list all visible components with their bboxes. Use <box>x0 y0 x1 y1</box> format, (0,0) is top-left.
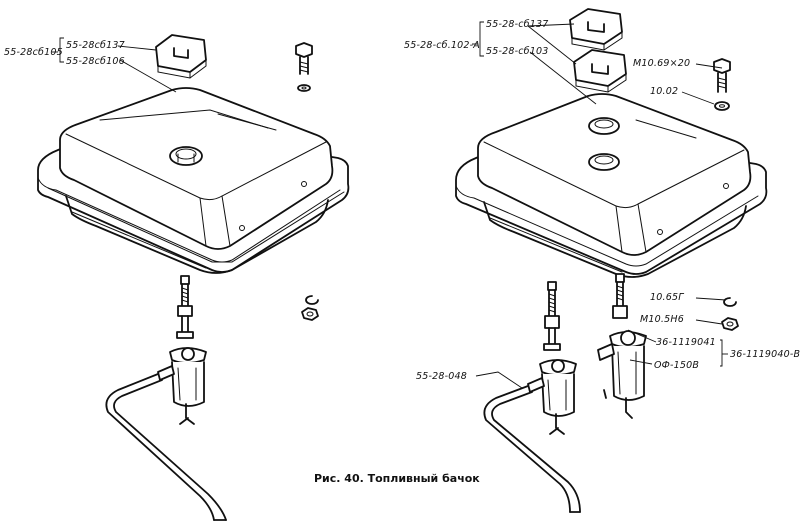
left-nut-lower <box>301 295 319 321</box>
right-part-labels: 55-28-сб.102-А 55-28-сб137 55-28-сб103 М… <box>404 19 800 382</box>
right-label-nut: М10.5Н6 <box>640 314 684 325</box>
right-tank <box>455 93 768 278</box>
left-filter <box>157 347 207 425</box>
right-filter-attached <box>597 330 647 419</box>
left-hose <box>105 373 227 521</box>
left-label-group: 55-28сб105 <box>4 47 63 58</box>
right-hose <box>483 385 581 513</box>
right-label-bolt: М10.69×20 <box>633 58 690 69</box>
left-fitting <box>176 275 194 339</box>
right-label-filter: ОФ-150В <box>654 360 699 371</box>
left-label-item-2: 55-28сб106 <box>66 56 125 67</box>
right-nut <box>721 297 739 331</box>
right-bolt <box>713 58 731 111</box>
right-assembly <box>455 8 768 513</box>
right-label-item-2: 55-28-сб103 <box>486 46 548 57</box>
right-label-washer: 10.02 <box>650 86 678 97</box>
left-label-item-1: 55-28сб137 <box>66 40 125 51</box>
right-label-hose: 55-28-048 <box>416 371 467 382</box>
left-tank <box>37 87 350 274</box>
right-tank-fitting <box>612 273 628 319</box>
right-leaders <box>472 21 728 389</box>
left-bolt-upper <box>295 42 313 92</box>
right-loose-fitting <box>543 281 561 351</box>
figure-caption: Рис. 40. Топливный бачок <box>314 472 480 485</box>
left-part-labels: 55-28сб105 55-28сб137 55-28сб106 <box>4 40 125 67</box>
left-assembly <box>37 34 350 521</box>
left-rubber-pad <box>155 34 207 79</box>
right-filter-loose <box>527 359 577 435</box>
right-label-item-1: 55-28-сб137 <box>486 19 548 30</box>
right-rubber-pad-top <box>569 8 623 51</box>
right-label-lock-washer: 10.65Г <box>650 292 684 303</box>
right-label-filter-assembly: 36-1119040-В <box>730 349 800 360</box>
right-label-group: 55-28-сб.102-А <box>404 40 480 51</box>
right-rubber-pad-bottom <box>573 49 627 93</box>
left-leaders <box>52 37 177 93</box>
right-label-fitting: 36-1119041 <box>656 337 716 348</box>
